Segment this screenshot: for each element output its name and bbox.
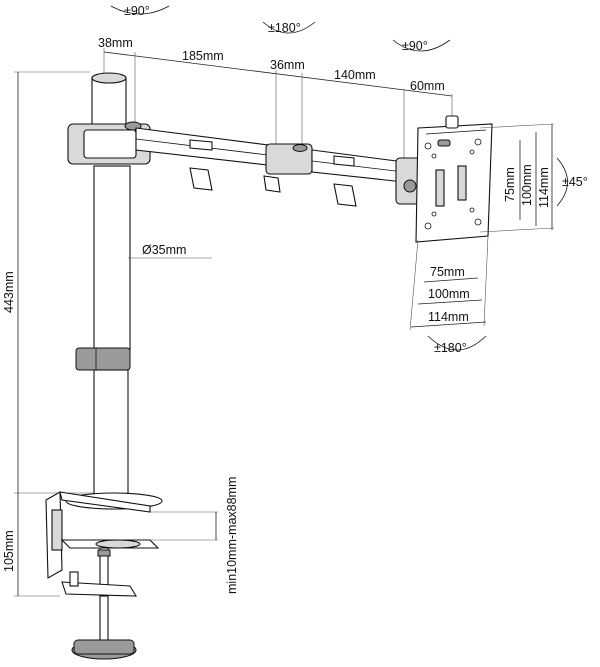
rotation-bottom: ±180° [427,335,487,355]
pole-diameter-label: Ø35mm [142,243,186,257]
arm-dimension-line: 38mm 185mm 36mm 140mm 60mm [98,36,453,160]
rotation-bottom-label: ±180° [434,341,467,355]
pole-height-label: 443mm [2,271,16,313]
vesa-horizontal-100: 100mm [428,287,470,301]
vesa-vertical-75: 75mm [503,167,517,202]
clamp-height-label: 105mm [2,530,16,572]
rotation-tilt-label: ±45° [562,175,588,189]
rotation-top-center: ±180° [262,21,316,35]
arm-length-e: 60mm [410,79,445,93]
vesa-horizontal-114: 114mm [428,310,469,324]
pole-height-dimension: 443mm [2,71,95,494]
arm-length-a: 38mm [98,36,133,50]
rotation-top-left-label: ±90° [124,4,150,18]
clamp-height-dimension: 105mm [2,493,60,597]
rotation-top-right: ±90° [392,39,451,53]
rotation-tilt: ±45° [556,157,588,207]
vesa-vertical-114: 114mm [537,167,551,208]
arm [67,121,425,207]
rotation-top-right-label: ±90° [402,39,428,53]
desk-thickness-label: min10mm-max88mm [225,477,239,594]
vesa-horizontal-75: 75mm [430,265,465,279]
vesa-horizontal-dimensions: 75mm 100mm 114mm [409,235,489,331]
desk-thickness-dimension: min10mm-max88mm [140,477,239,594]
arm-length-d: 140mm [334,68,376,82]
rotation-top-center-label: ±180° [268,21,301,35]
rotation-top-left: ±90° [110,4,170,18]
pole-diameter-dimension: Ø35mm [128,243,212,259]
vesa-vertical-dimensions: 75mm 100mm 114mm [479,123,555,233]
vesa-vertical-100: 100mm [520,164,534,206]
vesa-plate [415,115,493,243]
arm-length-b: 185mm [182,49,224,63]
desk-clamp [45,491,160,660]
arm-length-c: 36mm [270,58,305,72]
